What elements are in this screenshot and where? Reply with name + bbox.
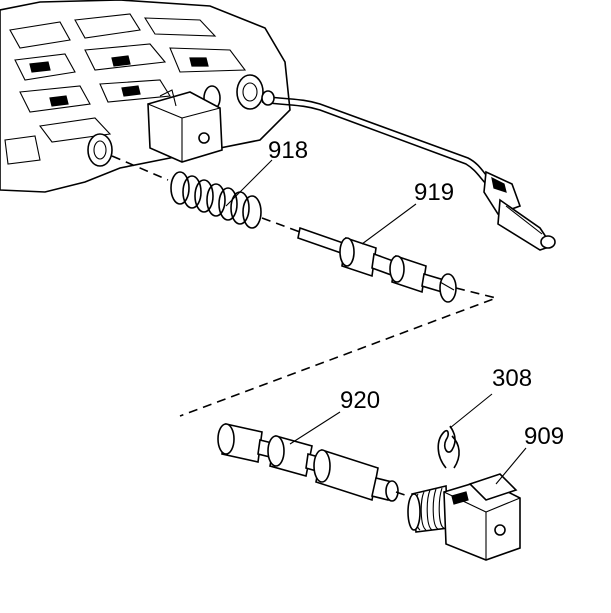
valve-919 [179, 217, 499, 417]
valve-920 [217, 423, 415, 502]
leader-lines [225, 159, 527, 485]
callout-909: 909 [524, 423, 564, 450]
spring-918 [111, 155, 262, 229]
solenoid-909 [407, 473, 521, 561]
installed-solenoid [147, 89, 223, 163]
callout-918: 918 [268, 137, 308, 164]
callout-919: 919 [414, 179, 454, 206]
callout-920: 920 [340, 387, 380, 414]
callout-308: 308 [492, 365, 532, 392]
valve-body-casting [0, 0, 291, 193]
retainer-clip-308 [437, 425, 460, 469]
wiring-harness [261, 90, 556, 251]
